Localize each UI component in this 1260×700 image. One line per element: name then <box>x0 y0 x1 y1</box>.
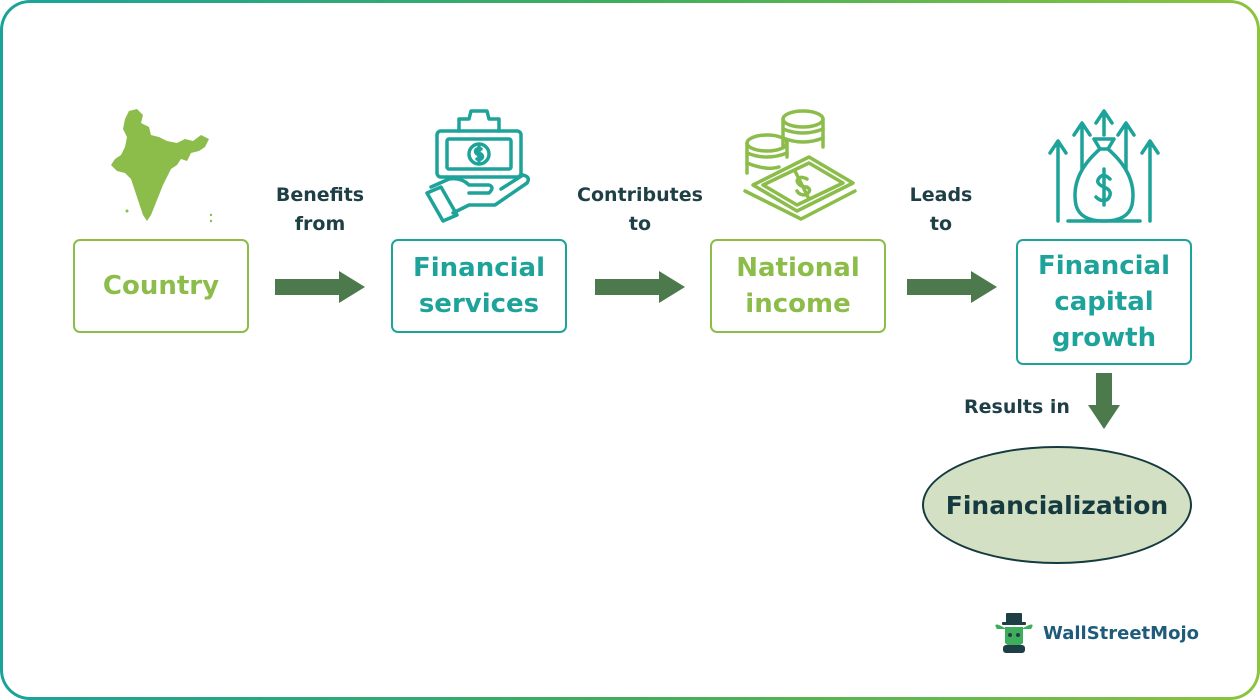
edge-label-benefits-from-line-1: Benefits <box>275 184 365 206</box>
node-financial-services-line-2: services <box>418 289 540 319</box>
node-financial-capital-growth-line-2: capital <box>1054 287 1154 317</box>
edge-label-benefits-from-line-2: from <box>294 213 346 235</box>
edge-label-leads-to: Leads to <box>889 181 993 239</box>
brand-logo: WallStreetMojo <box>993 611 1213 655</box>
hand-gear-money-icon <box>425 109 531 223</box>
node-national-income-line-1: National <box>736 253 860 283</box>
bull-mascot-icon <box>995 613 1033 653</box>
node-country: Country <box>73 239 249 333</box>
node-financial-services-line-1: Financial <box>412 253 546 283</box>
arrow-country-to-services <box>275 271 365 303</box>
edge-label-results-in-text: Results in <box>964 396 1070 418</box>
node-country-label: Country <box>102 271 220 301</box>
node-financialization: Financialization <box>922 446 1192 564</box>
node-financial-services: Financial services <box>391 239 567 333</box>
node-financial-capital-growth-line-1: Financial <box>1037 251 1171 281</box>
node-financialization-label: Financialization <box>945 490 1169 520</box>
money-bag-growth-icon <box>1048 109 1160 223</box>
node-financial-capital-growth-line-3: growth <box>1051 323 1157 353</box>
node-financial-capital-growth: Financial capital growth <box>1016 239 1192 365</box>
node-national-income: National income <box>710 239 886 333</box>
diagram-canvas: Country Financial services National inco… <box>3 3 1257 697</box>
edge-label-contributes-to: Contributes to <box>565 181 715 239</box>
edge-label-contributes-to-line-1: Contributes <box>577 184 703 206</box>
node-national-income-line-2: income <box>745 289 851 319</box>
edge-label-contributes-to-line-2: to <box>628 213 652 235</box>
edge-label-leads-to-line-1: Leads <box>909 184 973 206</box>
brand-name: WallStreetMojo <box>1043 622 1199 644</box>
arrow-services-to-income <box>595 271 685 303</box>
edge-label-results-in: Results in <box>947 393 1087 422</box>
india-map-icon <box>111 109 213 223</box>
edge-label-leads-to-line-2: to <box>929 213 953 235</box>
arrow-income-to-growth <box>907 271 997 303</box>
coins-banknote-icon <box>743 109 857 221</box>
edge-label-benefits-from: Benefits from <box>261 181 379 239</box>
arrow-growth-to-financialization <box>1088 373 1120 429</box>
